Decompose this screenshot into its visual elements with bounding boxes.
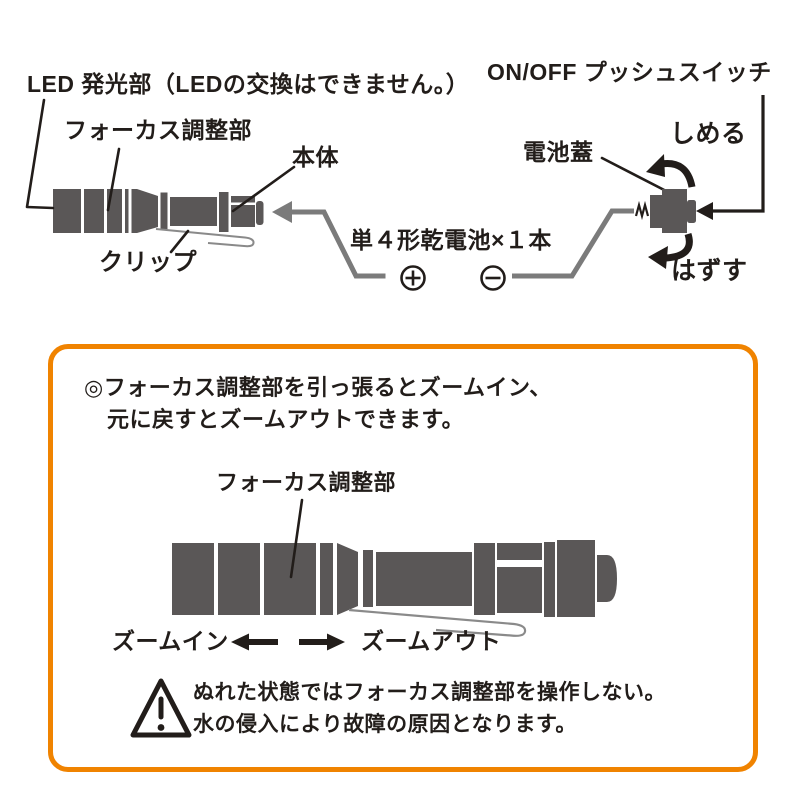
clip-leader-line xyxy=(169,229,190,254)
battery-positive-terminal xyxy=(400,265,426,291)
battery-icon xyxy=(385,262,512,293)
flashlight-grip xyxy=(497,543,542,613)
head-divider xyxy=(104,189,107,233)
flashlight-body-tube xyxy=(376,552,472,606)
head-divider xyxy=(128,189,132,233)
focus-band xyxy=(320,543,333,615)
flashlight-cone xyxy=(337,543,358,615)
flashlight-ring xyxy=(363,550,373,607)
clip-label: クリップ xyxy=(99,249,197,276)
tighten-arrowhead xyxy=(646,154,665,177)
loosen-label: はずす xyxy=(671,257,748,285)
flashlight-illustration-small xyxy=(53,189,264,248)
focus-leader-line-panel xyxy=(289,498,304,579)
onoff-pointer-arrowhead xyxy=(696,202,713,220)
zoom-in-label: ズームイン xyxy=(112,628,229,654)
flashlight-clip xyxy=(348,608,527,637)
battery-path-arrowhead xyxy=(272,201,292,223)
flashlight-tail-cap xyxy=(231,196,255,227)
battery-path-left xyxy=(288,209,390,279)
battery-path-right xyxy=(511,208,634,279)
flashlight-head xyxy=(172,543,316,615)
onoff-switch-label: ON/OFF プッシュスイッチ xyxy=(487,59,772,85)
loosen-arrowhead xyxy=(648,246,668,269)
body-label: 本体 xyxy=(292,144,339,170)
flashlight-ring xyxy=(160,192,168,230)
battery-cap-illustration xyxy=(634,154,696,269)
cap-threads xyxy=(634,200,650,221)
led-label: LED 発光部（LEDの交換はできません。） xyxy=(27,71,470,97)
flashlight-illustration-large xyxy=(172,540,617,637)
warning-icon xyxy=(130,678,192,738)
head-divider xyxy=(81,189,84,233)
flashlight-clip xyxy=(155,228,255,248)
warning-triangle xyxy=(130,678,192,738)
head-divider xyxy=(214,543,218,615)
warning-exclamation-dot xyxy=(157,724,165,731)
onoff-pointer-line xyxy=(710,95,765,213)
led-leader-line xyxy=(25,98,55,210)
battery-negative-terminal xyxy=(480,265,506,291)
flashlight-tail-ring xyxy=(474,543,495,615)
warning-line2: 水の侵入により故障の原因となります。 xyxy=(193,713,577,736)
warning-line1: ぬれた状態ではフォーカス調整部を操作しない。 xyxy=(193,681,666,704)
flashlight-tail-ring xyxy=(544,542,555,617)
flashlight-body-tube xyxy=(170,197,217,226)
cap-flange xyxy=(650,195,662,228)
flashlight-cone xyxy=(137,189,158,233)
cap-cylinder xyxy=(662,189,687,233)
zoom-instruction-panel xyxy=(48,344,758,772)
battery-path-arrow xyxy=(272,201,634,279)
onoff-pointer-arrow xyxy=(696,95,765,220)
focus-leader-line xyxy=(106,147,121,212)
zoom-in-arrow-icon xyxy=(231,633,278,651)
grip-highlight xyxy=(497,560,542,567)
battery-cover-label: 電池蓋 xyxy=(523,139,594,165)
body-leader-line xyxy=(231,165,296,213)
battery-nub xyxy=(385,271,395,284)
flashlight-end-button xyxy=(256,201,264,225)
zoom-out-label: ズームアウト xyxy=(361,628,502,654)
tighten-rotation-arrow xyxy=(660,159,696,188)
battery-type-label: 単４形乾電池×１本 xyxy=(350,227,552,253)
head-divider xyxy=(260,543,264,615)
flashlight-tail-cap xyxy=(557,540,595,617)
loosen-rotation-arrow xyxy=(665,232,693,262)
flashlight-tail-ring xyxy=(219,192,229,232)
flashlight-end-button xyxy=(597,555,617,602)
head-divider xyxy=(122,189,125,233)
focus-adjuster-label: フォーカス調整部 xyxy=(64,117,252,143)
panel-instruction-line1: ◎フォーカス調整部を引っ張るとズームイン、 xyxy=(84,375,552,400)
tighten-label: しめる xyxy=(670,120,747,148)
zoom-out-arrow-icon xyxy=(299,633,345,651)
panel-instruction-line2: 元に戻すとズームアウトできます。 xyxy=(107,407,465,432)
battery-cover-leader-line xyxy=(600,156,672,195)
cap-knob xyxy=(687,200,696,223)
panel-focus-adjuster-label: フォーカス調整部 xyxy=(216,470,397,495)
